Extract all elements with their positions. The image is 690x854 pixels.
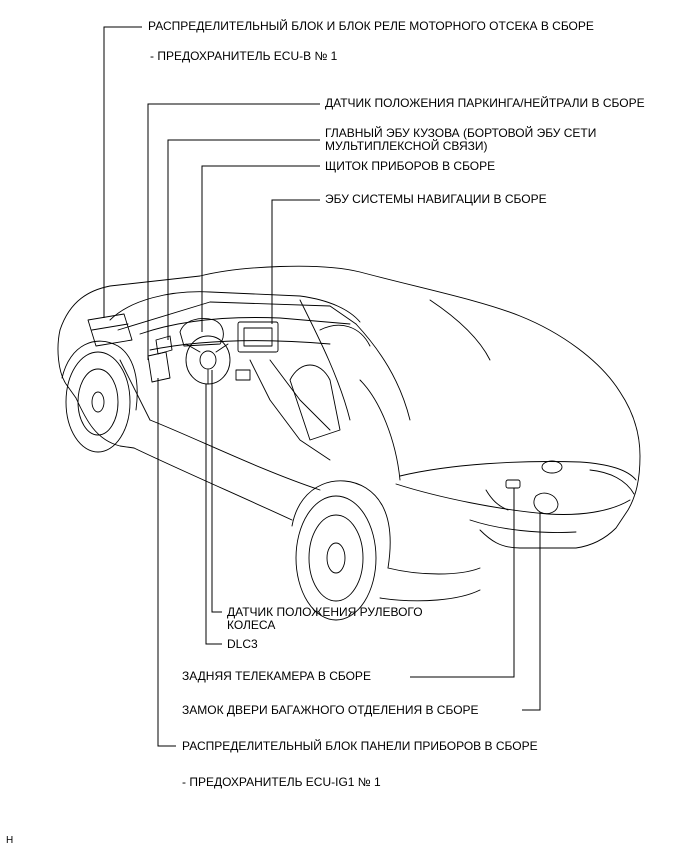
label-engine-relay-block: РАСПРЕДЕЛИТЕЛЬНЫЙ БЛОК И БЛОК РЕЛЕ МОТОР… <box>148 19 594 33</box>
label-engine-fuse: - ПРЕДОХРАНИТЕЛЬ ECU-B № 1 <box>150 49 338 63</box>
leader-combination-meter <box>201 165 320 332</box>
rear-wheel <box>295 495 377 621</box>
leader-rear-camera <box>410 488 515 678</box>
leader-engine-relay-block <box>103 26 142 318</box>
engine-relay-block-shape <box>87 313 133 347</box>
leader-main-body-ecu <box>167 139 320 340</box>
leader-lines <box>103 26 541 747</box>
label-navigation-ecu: ЭБУ СИСТЕМЫ НАВИГАЦИИ В СБОРЕ <box>325 192 547 206</box>
leader-trunk-lock <box>522 512 541 711</box>
leader-dlc3 <box>205 384 222 645</box>
panel-junction-block-shape <box>147 351 171 383</box>
label-panel-fuse: - ПРЕДОХРАНИТЕЛЬ ECU-IG1 № 1 <box>182 775 381 789</box>
label-main-body-ecu: ГЛАВНЫЙ ЭБУ КУЗОВА (БОРТОВОЙ ЭБУ СЕТИ МУ… <box>325 126 597 153</box>
label-panel-junction-block: РАСПРЕДЕЛИТЕЛЬНЫЙ БЛОК ПАНЕЛИ ПРИБОРОВ В… <box>182 739 538 753</box>
label-park-neutral-sensor: ДАТЧИК ПОЛОЖЕНИЯ ПАРКИНГА/НЕЙТРАЛИ В СБО… <box>325 96 645 110</box>
label-steering-sensor: ДАТЧИК ПОЛОЖЕНИЯ РУЛЕВОГО КОЛЕСА <box>227 605 423 632</box>
leader-panel-junction-block <box>157 378 176 747</box>
front-wheel <box>65 351 131 453</box>
label-dlc3: DLC3 <box>227 637 258 651</box>
label-trunk-lock: ЗАМОК ДВЕРИ БАГАЖНОГО ОТДЕЛЕНИЯ В СБОРЕ <box>182 703 479 717</box>
label-combination-meter: ЩИТОК ПРИБОРОВ В СБОРЕ <box>325 159 496 173</box>
corner-mark: H <box>6 835 14 846</box>
car-body-outline <box>59 265 641 549</box>
label-rear-camera: ЗАДНЯЯ ТЕЛЕКАМЕРА В СБОРЕ <box>182 669 371 683</box>
leader-navigation-ecu <box>271 199 320 324</box>
leader-park-neutral-sensor <box>147 103 320 360</box>
leader-steering-sensor <box>211 370 222 613</box>
instrument-cluster-shape <box>179 318 224 347</box>
